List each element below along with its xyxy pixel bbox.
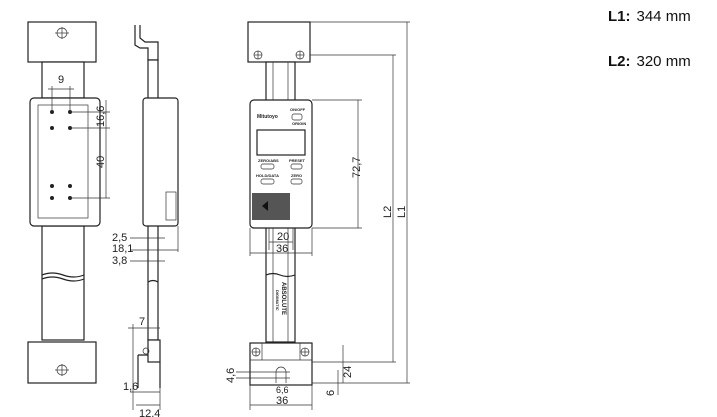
dim-3-8: 3,8 bbox=[112, 255, 127, 267]
spec-l2-value: 320 mm bbox=[636, 53, 691, 70]
body bbox=[29, 97, 101, 227]
dim-9: 9 bbox=[58, 74, 64, 86]
dim-7: 7 bbox=[139, 316, 145, 328]
dim-4-6: 4,6 bbox=[225, 368, 237, 383]
on-off-label: ON/OFF bbox=[290, 107, 306, 112]
hold-data-button bbox=[260, 178, 275, 185]
scale-sublabel: DIGIMATIC bbox=[275, 290, 280, 311]
brand-logo: Mitutoyo bbox=[257, 114, 278, 120]
bottom-bracket bbox=[27, 341, 97, 384]
hold-data-label: HOLD/DATA bbox=[256, 173, 279, 178]
dim-l1: L1 bbox=[396, 206, 408, 218]
dim-24: 24 bbox=[342, 366, 354, 378]
top-bracket bbox=[247, 21, 311, 63]
spec-l1-value: 344 mm bbox=[636, 8, 691, 25]
dim-16-6: 16,6 bbox=[95, 106, 107, 127]
knurled-wheel bbox=[252, 193, 290, 220]
dim-72-7: 72,7 bbox=[351, 157, 363, 178]
dim-36-base: 36 bbox=[276, 395, 288, 407]
dim-1-6: 1,6 bbox=[123, 381, 138, 393]
scale-bar bbox=[41, 61, 85, 99]
spec-l2-label: L2: bbox=[608, 53, 631, 70]
on-off-button bbox=[291, 113, 303, 121]
side-view: 2,5 18,1 3,8 7 1,6 12,4 bbox=[112, 25, 179, 417]
origin-label: ORIGIN bbox=[292, 121, 306, 126]
zero-button bbox=[290, 178, 303, 185]
zero-abs-button bbox=[260, 163, 275, 170]
back-plate bbox=[37, 104, 89, 219]
dim-36: 36 bbox=[276, 243, 288, 255]
zero-label: ZERO bbox=[291, 173, 302, 178]
dim-40: 40 bbox=[95, 156, 107, 168]
dim-2-5: 2,5 bbox=[112, 232, 127, 244]
rear-view: 9 16,6 40 bbox=[27, 21, 110, 384]
scale-bar bbox=[41, 225, 85, 341]
preset-label: PRESET bbox=[289, 158, 306, 163]
dim-18-1: 18,1 bbox=[112, 243, 133, 255]
lcd-display bbox=[256, 129, 306, 156]
preset-button bbox=[290, 163, 303, 170]
side-body bbox=[142, 97, 179, 227]
zero-abs-label: ZERO/ABS bbox=[258, 158, 279, 163]
dim-l2: L2 bbox=[382, 206, 394, 218]
front-view: ABSOLUTE DIGIMATIC Mitutoyo ON/OFF ORIGI… bbox=[225, 21, 410, 410]
spec-l1-label: L1: bbox=[608, 8, 631, 25]
spec-l1: L1: 344 mm bbox=[608, 8, 691, 25]
dim-20: 20 bbox=[277, 231, 289, 243]
dim-6-6: 6,6 bbox=[276, 385, 289, 395]
scale-label: ABSOLUTE bbox=[280, 282, 286, 315]
dim-12-4: 12,4 bbox=[139, 408, 160, 417]
dim-6: 6 bbox=[325, 390, 337, 396]
spec-l2: L2: 320 mm bbox=[608, 53, 691, 70]
